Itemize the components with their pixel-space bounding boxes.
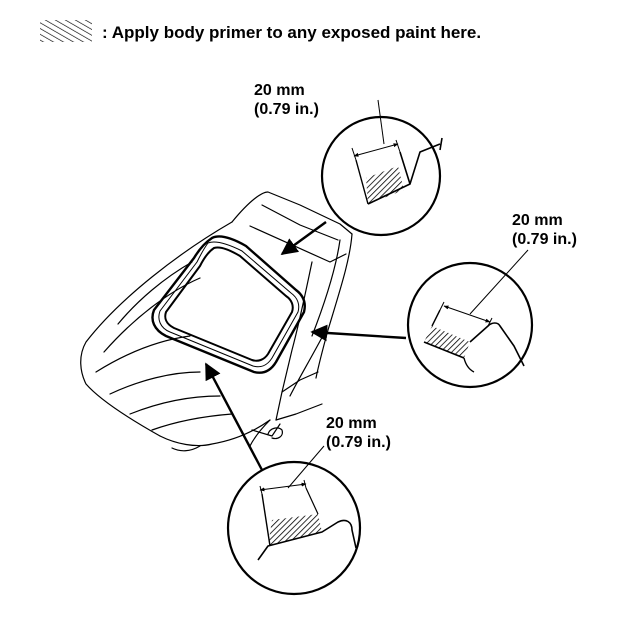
windshield <box>151 235 306 374</box>
callout-arrows <box>204 221 407 471</box>
arrow-bottom-to-cowl <box>204 362 264 471</box>
primer-hatch-area-bottom <box>268 514 322 546</box>
hatch-swatch-icon <box>40 20 92 42</box>
callout-detail-bottom <box>226 445 362 596</box>
windshield-dam-line <box>158 241 300 368</box>
callout-detail-right <box>406 249 534 389</box>
dimension-mm-bottom: 20 mm <box>326 415 377 432</box>
dimension-in-top: (0.79 in.) <box>254 101 319 118</box>
arrow-top-to-roof <box>280 221 327 255</box>
callout-label-right: 20 mm (0.79 in.) <box>512 212 577 248</box>
legend: : Apply body primer to any exposed paint… <box>40 20 481 42</box>
dimension-mm-right: 20 mm <box>512 212 563 229</box>
legend-text: : Apply body primer to any exposed paint… <box>102 23 481 42</box>
dimension-in-right: (0.79 in.) <box>512 231 577 248</box>
callout-detail-top <box>320 99 443 237</box>
arrow-right-to-pillar <box>310 324 407 342</box>
callout-label-top: 20 mm (0.79 in.) <box>254 82 319 118</box>
dimension-in-bottom: (0.79 in.) <box>326 434 391 451</box>
windshield-inner-glass <box>164 246 294 362</box>
windshield-outer-molding <box>151 235 306 374</box>
primer-hatch-area-top <box>366 166 404 204</box>
dimension-mm-top: 20 mm <box>254 82 305 99</box>
primer-hatch-area-right <box>424 326 470 358</box>
callout-label-bottom: 20 mm (0.79 in.) <box>326 415 391 451</box>
car-body-illustration <box>80 191 353 452</box>
